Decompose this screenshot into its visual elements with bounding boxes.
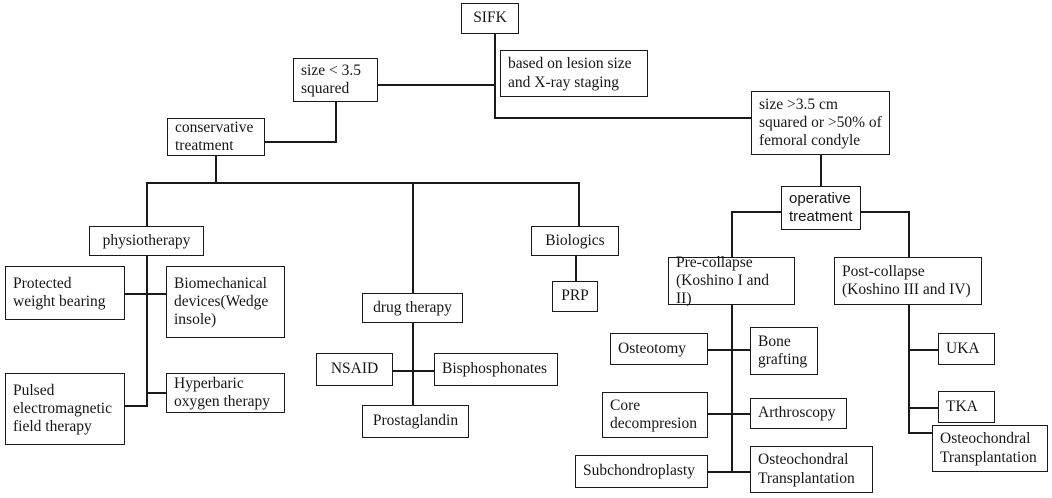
edge-operative-left [731,211,733,259]
edge-pre-to-osteotomy [708,349,732,351]
edge-bus-to-drug-therapy [412,182,414,294]
node-protected-weight-bearing[interactable]: Protected weight bearing [5,266,125,320]
edge-conservative-bus [146,182,579,184]
edge-post-to-uka [908,349,938,351]
edge-pre-to-bone-grafting [731,349,750,351]
node-based-on-lesion[interactable]: based on lesion size and X-ray staging [500,50,648,97]
edge-split-right [494,117,752,119]
node-pulsed-electromagnetic[interactable]: Pulsed electromagnetic field therapy [5,373,125,445]
node-uka[interactable]: UKA [938,333,995,365]
edge-bus-to-biologics [578,182,580,226]
node-size-large[interactable]: size >3.5 cm squared or >50% of femoral … [751,91,890,155]
node-prp[interactable]: PRP [552,281,598,312]
node-osteochondral-transplantation-right[interactable]: Osteochondral Transplantation [932,425,1048,472]
edge-sifk-down [494,33,496,118]
edge-physiotherapy-spine [146,255,148,407]
node-osteochondral-transplantation-left[interactable]: Osteochondral Transplantation [750,446,873,493]
node-core-decompression[interactable]: Core decompresion [602,392,708,438]
node-bisphosphonates[interactable]: Bisphosphonates [434,353,558,386]
edge-conservative-down [215,155,217,183]
node-hyperbaric-oxygen[interactable]: Hyperbaric oxygen therapy [166,373,285,413]
node-biomechanical-devices[interactable]: Biomechanical devices(Wedge insole) [166,266,285,338]
node-osteotomy[interactable]: Osteotomy [610,333,708,365]
edge-pre-to-osteochondral [731,471,750,473]
edge-physio-to-pulsed [125,405,147,407]
node-sifk[interactable]: SIFK [461,3,519,34]
edge-precollapse-spine [731,305,733,472]
edge-postcollapse-spine [908,305,910,433]
edge-post-to-osteochondral [908,432,934,434]
edge-biologics-to-prp [575,256,577,281]
node-drug-therapy[interactable]: drug therapy [362,293,463,323]
node-tka[interactable]: TKA [938,391,995,423]
node-operative-treatment[interactable]: operative treatment [781,186,861,230]
node-post-collapse[interactable]: Post-collapse (Koshino III and IV) [834,257,982,305]
node-biologics[interactable]: Biologics [531,226,619,256]
edge-operative-right [908,211,910,259]
edge-post-to-tka [908,407,938,409]
edge-size-small-down [335,101,337,142]
node-prostaglandin[interactable]: Prostaglandin [362,405,469,438]
node-bone-grafting[interactable]: Bone grafting [750,327,818,375]
node-subchondroplasty[interactable]: Subchondroplasty [575,455,708,488]
edge-size-large-down [820,155,822,186]
node-pre-collapse[interactable]: Pre-collapse (Koshino I and II) [668,254,795,307]
node-conservative-treatment[interactable]: conservative treatment [167,118,265,156]
edge-pre-to-subchondroplasty [708,471,732,473]
node-nsaid[interactable]: NSAID [316,353,393,386]
node-physiotherapy[interactable]: physiotherapy [89,226,204,256]
edge-size-small-to-conservative [265,141,337,143]
edge-drug-to-bisphosphonates [412,370,434,372]
edge-pre-to-arthroscopy [731,413,750,415]
edge-split-left [335,84,495,86]
edge-pre-to-core [708,413,732,415]
node-arthroscopy[interactable]: Arthroscopy [750,398,847,429]
edge-drug-to-nsaid [393,370,413,372]
edge-physio-to-biomechanical [146,293,166,295]
node-size-small[interactable]: size < 3.5 squared [293,58,378,102]
edge-physio-to-protected [125,293,147,295]
edge-bus-to-physiotherapy [146,182,148,226]
edge-physio-to-hyperbaric [146,392,166,394]
